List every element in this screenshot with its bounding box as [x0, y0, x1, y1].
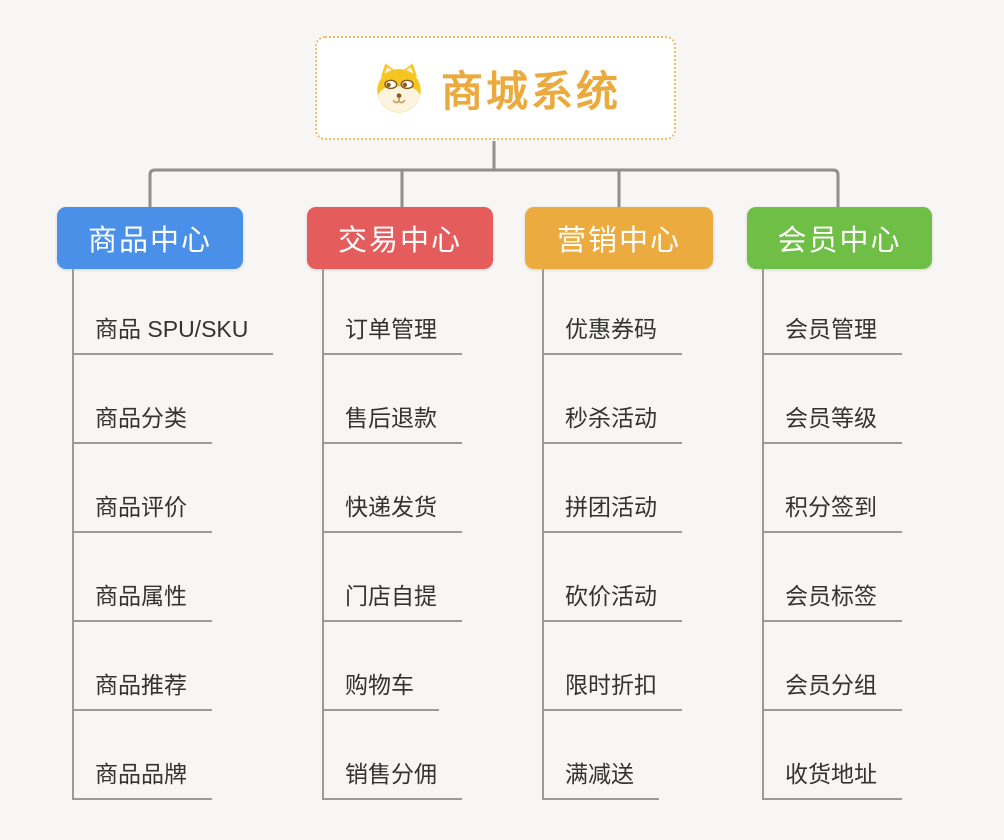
leaf-node[interactable]: 商品 SPU/SKU: [72, 269, 274, 355]
leaf-label: 商品 SPU/SKU: [72, 310, 274, 355]
leaf-node[interactable]: 商品属性: [72, 533, 212, 622]
branch-label: 会员中心: [777, 225, 902, 257]
leaf-label: 拼团活动: [542, 488, 682, 533]
leaf-label: 购物车: [322, 666, 439, 711]
leaf-node[interactable]: 购物车: [322, 622, 439, 711]
leaf-label: 秒杀活动: [542, 399, 682, 444]
leaf-node[interactable]: 砍价活动: [542, 533, 682, 622]
leaf-node[interactable]: 满减送: [542, 711, 659, 800]
leaf-label: 商品品牌: [72, 755, 212, 800]
leaf-node[interactable]: 门店自提: [322, 533, 462, 622]
branch-label: 营销中心: [556, 225, 681, 257]
leaf-label: 满减送: [542, 755, 659, 800]
leaf-node[interactable]: 会员管理: [762, 269, 902, 355]
leaf-node[interactable]: 订单管理: [322, 269, 462, 355]
branch-node-trade-center[interactable]: 交易中心: [307, 207, 493, 269]
leaf-label: 售后退款: [322, 399, 462, 444]
connector-rail: [148, 168, 840, 207]
leaf-label: 会员分组: [762, 666, 902, 711]
branch-children-trade-center: 订单管理 售后退款 快递发货 门店自提 购物车 销售分佣: [322, 269, 557, 800]
leaf-node[interactable]: 快递发货: [322, 444, 462, 533]
leaf-label: 收货地址: [762, 755, 902, 800]
leaf-label: 优惠券码: [542, 310, 682, 355]
branch-children-marketing-center: 优惠券码 秒杀活动 拼团活动 砍价活动 限时折扣 满减送: [542, 269, 777, 800]
leaf-node[interactable]: 会员标签: [762, 533, 902, 622]
leaf-label: 商品属性: [72, 577, 212, 622]
root-node-mall-system[interactable]: 商城系统: [315, 36, 676, 140]
leaf-label: 商品分类: [72, 399, 212, 444]
leaf-node[interactable]: 秒杀活动: [542, 355, 682, 444]
branch-children-product-center: 商品 SPU/SKU 商品分类 商品评价 商品属性 商品推荐 商品品牌: [72, 269, 307, 800]
branch-label: 商品中心: [87, 225, 212, 257]
leaf-node[interactable]: 商品品牌: [72, 711, 212, 800]
leaf-node[interactable]: 拼团活动: [542, 444, 682, 533]
leaf-label: 砍价活动: [542, 577, 682, 622]
leaf-label: 订单管理: [322, 310, 462, 355]
leaf-node[interactable]: 售后退款: [322, 355, 462, 444]
leaf-node[interactable]: 优惠券码: [542, 269, 682, 355]
leaf-label: 商品推荐: [72, 666, 212, 711]
leaf-node[interactable]: 会员等级: [762, 355, 902, 444]
leaf-label: 快递发货: [322, 488, 462, 533]
leaf-label: 销售分佣: [322, 755, 462, 800]
branch-children-member-center: 会员管理 会员等级 积分签到 会员标签 会员分组 收货地址: [762, 269, 997, 800]
leaf-node[interactable]: 积分签到: [762, 444, 902, 533]
leaf-node[interactable]: 会员分组: [762, 622, 902, 711]
leaf-label: 会员等级: [762, 399, 902, 444]
leaf-label: 商品评价: [72, 488, 212, 533]
leaf-node[interactable]: 商品评价: [72, 444, 212, 533]
branch-label: 交易中心: [337, 225, 462, 257]
leaf-node[interactable]: 收货地址: [762, 711, 902, 800]
leaf-node[interactable]: 限时折扣: [542, 622, 682, 711]
leaf-label: 积分签到: [762, 488, 902, 533]
leaf-node[interactable]: 销售分佣: [322, 711, 462, 800]
leaf-label: 门店自提: [322, 577, 462, 622]
leaf-label: 限时折扣: [542, 666, 682, 711]
dog-face-icon: [377, 63, 421, 113]
root-title: 商城系统: [440, 67, 621, 115]
leaf-node[interactable]: 商品分类: [72, 355, 212, 444]
leaf-label: 会员管理: [762, 310, 902, 355]
branch-node-marketing-center[interactable]: 营销中心: [525, 207, 713, 269]
leaf-node[interactable]: 商品推荐: [72, 622, 212, 711]
leaf-label: 会员标签: [762, 577, 902, 622]
branch-node-product-center[interactable]: 商品中心: [57, 207, 243, 269]
branch-node-member-center[interactable]: 会员中心: [747, 207, 932, 269]
